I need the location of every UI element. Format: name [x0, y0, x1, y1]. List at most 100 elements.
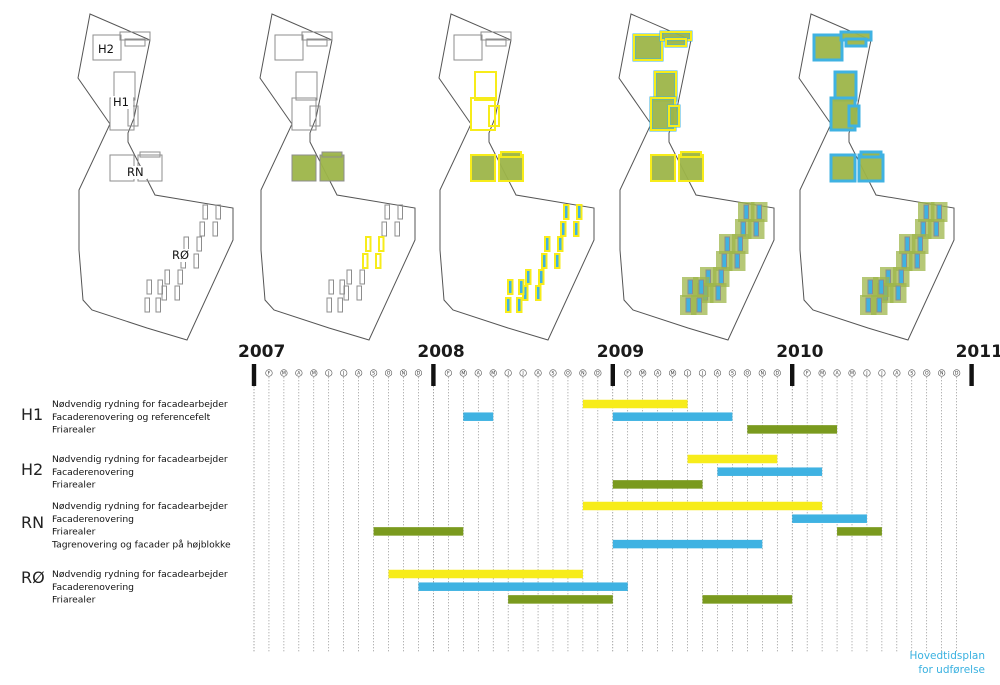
building-outline — [560, 221, 567, 237]
year-marker-2011 — [969, 364, 974, 386]
building-outline — [384, 204, 390, 220]
month-marker — [534, 369, 542, 377]
building-facade-blue — [839, 30, 873, 42]
year-label-2011: 2011 — [956, 342, 1000, 362]
month-marker — [310, 369, 318, 377]
building-outline — [328, 279, 334, 295]
building-fill-blue — [699, 280, 704, 294]
month-label: F — [806, 371, 809, 377]
map-label-bg — [125, 166, 147, 179]
month-marker — [564, 369, 572, 377]
month-label: J — [701, 371, 703, 377]
building-fill-blue — [915, 254, 920, 268]
month-marker — [340, 369, 348, 377]
building-fill-blue — [542, 254, 547, 268]
building-fill-green — [501, 152, 521, 157]
month-label: M — [312, 371, 316, 377]
building-outline — [544, 236, 551, 252]
building-outline — [155, 297, 161, 313]
building-fill-blue — [508, 280, 513, 294]
building-outline — [576, 204, 583, 220]
building-outline — [291, 97, 317, 131]
year-label-2008: 2008 — [417, 342, 464, 362]
building-outline — [753, 221, 759, 237]
month-marker — [773, 369, 781, 377]
building-outline — [687, 279, 693, 295]
building-outline — [516, 297, 523, 313]
building-outline — [127, 105, 139, 127]
month-label: J — [880, 371, 882, 377]
site-plan-3 — [438, 13, 595, 341]
building-facade-blue — [859, 150, 883, 159]
building-fill-blue — [716, 286, 721, 300]
building-outline — [933, 221, 939, 237]
building-outline — [199, 221, 205, 237]
building-outline — [92, 34, 122, 61]
building-fill-blue — [539, 270, 544, 284]
building-outline — [488, 105, 500, 127]
building-outline — [660, 31, 692, 41]
building-outline — [274, 34, 304, 61]
task-label: Nødvendig rydning for facadearbejder — [52, 454, 228, 465]
month-marker — [654, 369, 662, 377]
building-fill-blue — [577, 205, 582, 219]
building-outline — [177, 269, 183, 285]
building-fill-green — [849, 106, 859, 126]
gantt-bar-blue — [612, 412, 733, 421]
building-fill-green — [681, 152, 701, 157]
month-marker — [594, 369, 602, 377]
gantt-bar-yellow — [687, 454, 778, 464]
year-marker-2010 — [790, 364, 795, 386]
month-label: A — [716, 371, 720, 377]
caption-line-1: Hovedtidsplan — [910, 650, 986, 662]
building-fill-green — [666, 39, 686, 46]
building-outline — [522, 285, 529, 301]
gantt-bar-yellow — [388, 569, 583, 579]
group-label-h2: H2 — [21, 460, 43, 479]
task-label: Friarealer — [52, 425, 96, 436]
building-fill-green — [655, 72, 676, 100]
site-plan-4 — [618, 13, 775, 341]
month-marker — [370, 369, 378, 377]
building-outline — [480, 31, 512, 41]
task-label: Facaderenovering og referencefelt — [52, 412, 211, 423]
building-outline — [196, 236, 202, 252]
building-fill-blue — [879, 280, 884, 294]
month-label: S — [372, 371, 375, 377]
group-label-h1: H1 — [21, 405, 43, 424]
building-outline — [876, 297, 882, 313]
task-label: Tagrenovering og facader på højblokke — [51, 539, 231, 550]
month-label: F — [268, 371, 271, 377]
site-plan-2 — [259, 13, 416, 341]
month-marker — [639, 369, 647, 377]
building-fill-blue — [526, 270, 531, 284]
month-label: M — [641, 371, 645, 377]
year-marker-2007 — [251, 364, 257, 386]
month-label: D — [955, 371, 959, 377]
month-marker — [489, 369, 497, 377]
building-outline — [734, 253, 740, 269]
month-marker — [624, 369, 632, 377]
building-fill-green — [831, 155, 855, 181]
gantt-bar-blue — [717, 467, 823, 476]
month-marker — [848, 369, 856, 377]
month-label: S — [552, 371, 555, 377]
month-marker — [863, 369, 871, 377]
building-facade-blue — [829, 153, 857, 183]
task-label: Friarealer — [52, 480, 96, 491]
month-label: A — [357, 371, 361, 377]
building-fill-green — [669, 106, 679, 126]
caption-line-2: for udførelse — [918, 664, 985, 676]
building-outline — [538, 269, 545, 285]
month-marker — [758, 369, 766, 377]
building-outline — [321, 151, 343, 158]
year-marker-2009 — [610, 364, 615, 386]
month-marker — [504, 369, 512, 377]
building-outline — [554, 253, 561, 269]
caption: Hovedtidsplan for udførelse — [910, 650, 986, 676]
building-fill-blue — [561, 222, 566, 236]
year-label-2009: 2009 — [597, 342, 644, 362]
building-fill-blue — [536, 286, 541, 300]
building-outline — [680, 151, 702, 158]
